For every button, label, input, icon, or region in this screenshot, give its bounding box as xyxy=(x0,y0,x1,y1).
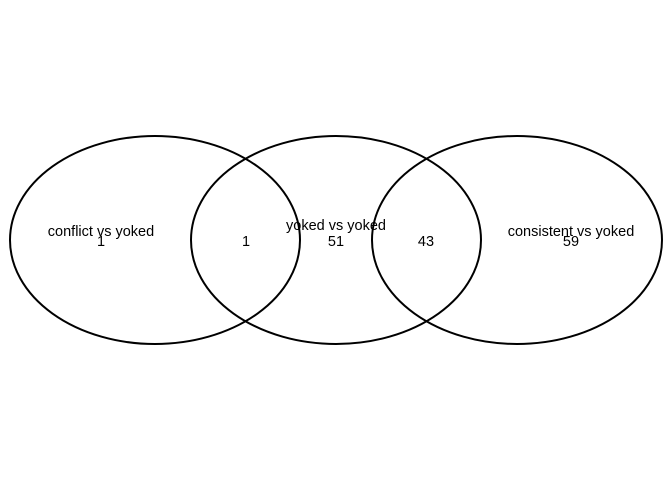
set-ellipse-consistent-vs-yoked xyxy=(371,135,663,345)
set-label-conflict-vs-yoked: conflict vs yoked xyxy=(48,224,154,240)
count-conflict-vs-yoked-only: 1 xyxy=(97,234,105,250)
count-conflict-and-yoked-intersection: 1 xyxy=(242,234,250,250)
count-consistent-vs-yoked-only: 59 xyxy=(563,234,579,250)
set-label-yoked-vs-yoked: yoked vs yoked xyxy=(286,218,386,234)
count-yoked-vs-yoked-only: 51 xyxy=(328,234,344,250)
set-ellipse-yoked-vs-yoked xyxy=(190,135,482,345)
set-ellipse-conflict-vs-yoked xyxy=(9,135,301,345)
set-label-consistent-vs-yoked: consistent vs yoked xyxy=(508,224,635,240)
count-yoked-and-consistent-intersection: 43 xyxy=(418,234,434,250)
